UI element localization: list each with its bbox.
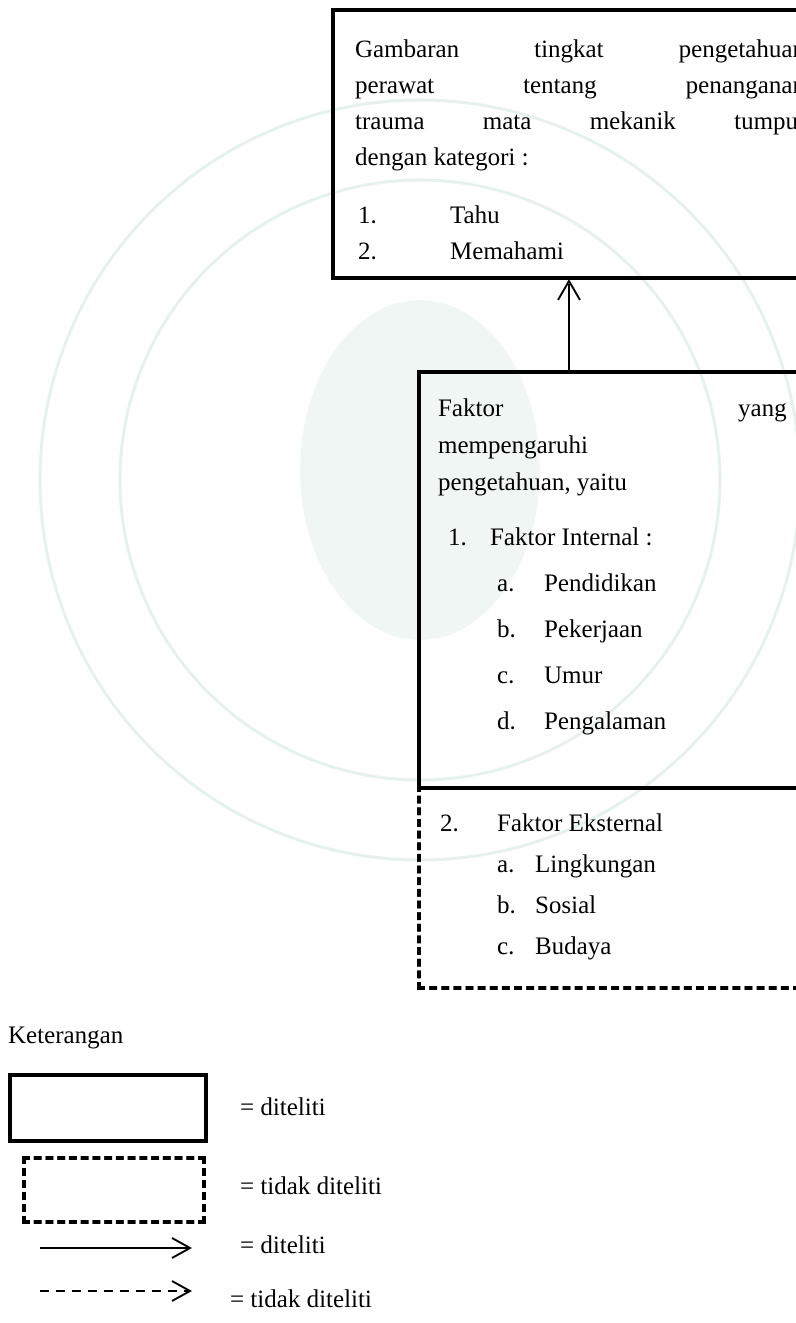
external-num: 2. xyxy=(440,810,459,837)
outcome-line: Gambaran tingkat pengetahuan xyxy=(355,36,796,63)
external-factor-box xyxy=(417,784,796,990)
external-item-label: Budaya xyxy=(535,933,612,960)
factor-box xyxy=(417,370,796,790)
legend-solid-box xyxy=(8,1073,208,1143)
legend-dashed-arrow-label: = tidak diteliti xyxy=(230,1286,372,1313)
internal-item-letter: c. xyxy=(497,662,515,689)
outcome-line: trauma mata mekanik tumpul xyxy=(355,108,796,135)
factor-heading-line: pengetahuan, yaitu xyxy=(438,469,627,496)
legend-dashed-box xyxy=(22,1156,206,1224)
external-heading: Faktor Eksternal xyxy=(497,810,663,837)
internal-item-label: Pengalaman xyxy=(544,708,667,735)
outcome-item-num: 2. xyxy=(358,238,377,265)
internal-item-label: Umur xyxy=(544,662,603,689)
outcome-box: Gambaran tingkat pengetahuan perawat ten… xyxy=(331,8,796,280)
internal-item-label: Pekerjaan xyxy=(544,616,643,643)
legend-solid-arrow xyxy=(40,1237,193,1259)
factor-heading-line: mempengaruhi xyxy=(438,432,588,459)
external-item-letter: a. xyxy=(497,851,515,878)
internal-item-letter: a. xyxy=(497,570,515,597)
external-item-letter: c. xyxy=(497,933,515,960)
internal-heading: Faktor Internal : xyxy=(490,524,653,551)
legend-dashed-arrow xyxy=(40,1280,193,1302)
outcome-item-num: 1. xyxy=(358,202,377,229)
factor-heading-word: yang xyxy=(738,395,787,422)
outcome-item-label: Tahu xyxy=(450,202,500,229)
internal-item-letter: d. xyxy=(497,708,516,735)
external-item-letter: b. xyxy=(497,892,516,919)
legend-solid-box-label: = diteliti xyxy=(240,1094,326,1121)
solid-arrow-up xyxy=(557,279,581,372)
outcome-line: dengan kategori : xyxy=(355,144,529,171)
legend-dashed-box-label: = tidak diteliti xyxy=(240,1173,382,1200)
external-item-label: Lingkungan xyxy=(535,851,656,878)
outcome-line: perawat tentang penanganan xyxy=(355,72,796,99)
legend-solid-arrow-label: = diteliti xyxy=(240,1232,326,1259)
outcome-item-label: Memahami xyxy=(450,238,564,265)
legend-title: Keterangan xyxy=(8,1022,124,1049)
internal-item-label: Pendidikan xyxy=(544,570,657,597)
internal-num: 1. xyxy=(448,524,467,551)
outcome-description: Gambaran tingkat pengetahuan perawat ten… xyxy=(355,32,796,176)
internal-item-letter: b. xyxy=(497,616,516,643)
external-item-label: Sosial xyxy=(535,892,597,919)
factor-heading-word: Faktor xyxy=(438,395,504,422)
